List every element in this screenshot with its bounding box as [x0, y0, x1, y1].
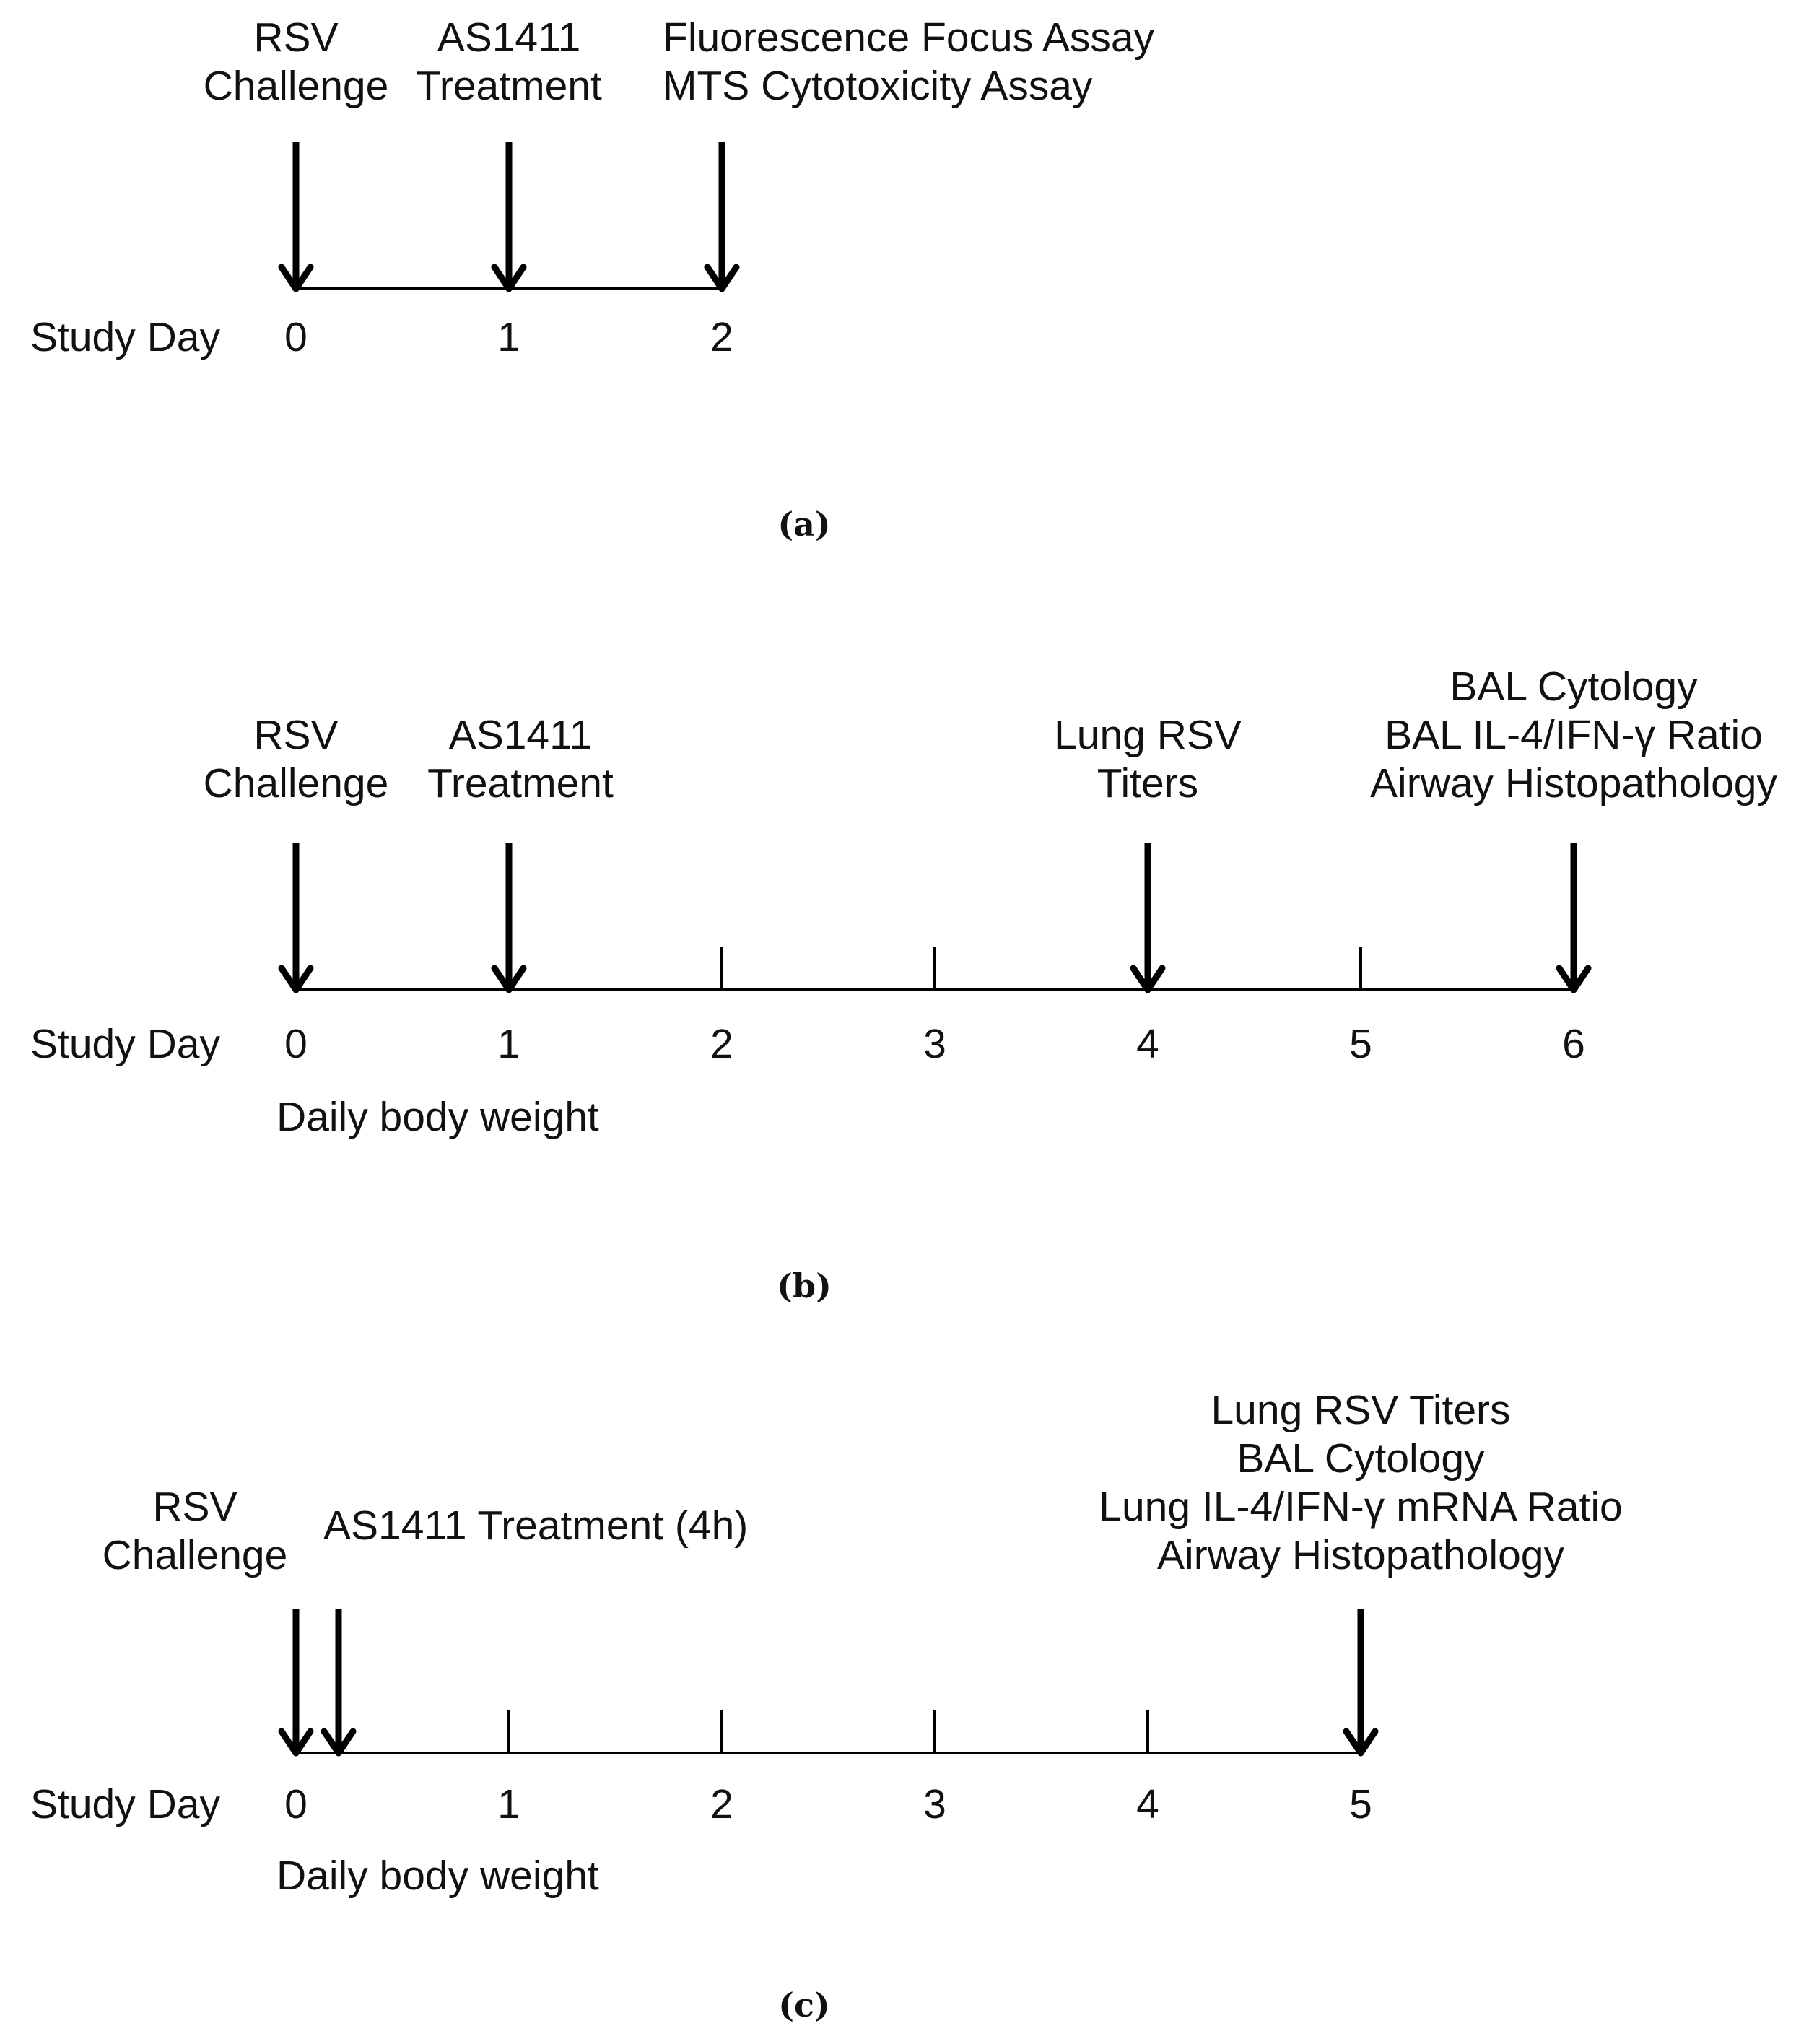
panel-a-caption: (a) — [777, 505, 830, 544]
panel-b-footnote: Daily body weight — [276, 1094, 599, 1140]
panel-a-day-label-1: 1 — [497, 314, 520, 360]
panel-b-day-label-1: 1 — [497, 1021, 520, 1067]
panel-a-day-label-2: 2 — [710, 314, 733, 360]
panel-c-label-day5-endpoints-line-2: Lung IL-4/IFN-γ mRNA Ratio — [1099, 1484, 1622, 1530]
panel-b-label-bal-endpoints-line-0: BAL Cytology — [1450, 664, 1698, 710]
panel-c-day-label-5: 5 — [1349, 1781, 1372, 1827]
panel-a-arrow-assays — [704, 142, 740, 292]
panel-b-label-rsv-challenge-line-1: Challenge — [204, 760, 389, 806]
panel-c-day-label-1: 1 — [497, 1781, 520, 1827]
panel-a-row-label: Study Day — [30, 314, 220, 360]
panel-c-day-labels: 0 1 2 3 4 5 — [284, 1781, 1372, 1827]
panel-a-label-rsv-challenge-line-0: RSV — [253, 14, 338, 61]
panel-c-footnote: Daily body weight — [276, 1853, 599, 1899]
panel-c-caption: (c) — [778, 1986, 830, 2025]
panel-a-day-label-0: 0 — [284, 314, 308, 360]
panel-c-label-as1411-treatment-line-0: AS1411 Treatment (4h) — [323, 1502, 748, 1549]
panel-b-day-label-0: 0 — [284, 1021, 308, 1067]
panel-a-label-as1411-treatment-line-1: Treatment — [416, 63, 602, 109]
panel-a-day-labels: 0 1 2 — [284, 314, 733, 360]
panel-c-label-day5-endpoints-line-3: Airway Histopathology — [1157, 1532, 1564, 1578]
panel-c-row-label: Study Day — [30, 1781, 220, 1827]
panel-b-arrow-lung-rsv-titers — [1130, 843, 1166, 993]
panel-b-label-bal-endpoints-line-1: BAL IL-4/IFN-γ Ratio — [1385, 712, 1763, 758]
panel-b-day-label-3: 3 — [923, 1021, 946, 1067]
panel-b-caption: (b) — [777, 1266, 832, 1305]
panel-a-arrow-as1411-treatment — [491, 142, 527, 292]
panel-b-axis — [296, 947, 1574, 991]
panel-c-axis — [296, 1710, 1361, 1754]
panel-b-label-as1411-treatment-line-1: Treatment — [427, 760, 614, 806]
panel-a-label-as1411-treatment-line-0: AS1411 — [437, 14, 581, 61]
panel-c-label-day5-endpoints-line-1: BAL Cytology — [1237, 1435, 1485, 1482]
panel-c-arrow-as1411-treatment — [321, 1609, 357, 1757]
panel-c-label-as1411-treatment: AS1411 Treatment (4h) — [323, 1502, 748, 1549]
panel-a-arrow-rsv-challenge — [278, 142, 314, 292]
panel-b-row-label: Study Day — [30, 1021, 220, 1067]
panel-b-arrow-as1411-treatment — [491, 843, 527, 993]
panel-a-label-assays-line-0: Fluorescence Focus Assay — [663, 14, 1155, 61]
panel-c-label-rsv-challenge-line-1: Challenge — [103, 1532, 288, 1578]
panel-b-label-rsv-challenge-line-0: RSV — [253, 712, 338, 758]
panel-b-arrow-bal-endpoints — [1556, 843, 1592, 993]
panel-c-day-label-4: 4 — [1136, 1781, 1159, 1827]
panel-b-day-label-5: 5 — [1349, 1021, 1372, 1067]
panel-c-arrow-day5-endpoints — [1343, 1609, 1379, 1757]
panel-b-label-as1411-treatment-line-0: AS1411 — [449, 712, 593, 758]
panel-b-day-labels: 0 1 2 3 4 5 6 — [284, 1021, 1585, 1067]
panel-c-arrow-rsv-challenge — [278, 1609, 314, 1757]
panel-c-day-label-3: 3 — [923, 1781, 946, 1827]
panel-b-label-lung-rsv-titers-line-0: Lung RSV — [1054, 712, 1242, 758]
panel-b-day-label-2: 2 — [710, 1021, 733, 1067]
panel-b-arrow-rsv-challenge — [278, 843, 314, 993]
panel-b-label-bal-endpoints-line-2: Airway Histopathology — [1370, 760, 1777, 806]
panel-b-day-label-4: 4 — [1136, 1021, 1159, 1067]
panel-a-label-assays-line-1: MTS Cytotoxicity Assay — [663, 63, 1093, 109]
panel-b-label-lung-rsv-titers-line-1: Titers — [1097, 760, 1198, 806]
panel-c-label-rsv-challenge-line-0: RSV — [152, 1484, 237, 1530]
panel-c-day-label-2: 2 — [710, 1781, 733, 1827]
panel-b-day-label-6: 6 — [1562, 1021, 1585, 1067]
panel-a-label-rsv-challenge-line-1: Challenge — [204, 63, 389, 109]
panel-c-day-label-0: 0 — [284, 1781, 308, 1827]
panel-c-label-day5-endpoints-line-0: Lung RSV Titers — [1211, 1387, 1510, 1433]
